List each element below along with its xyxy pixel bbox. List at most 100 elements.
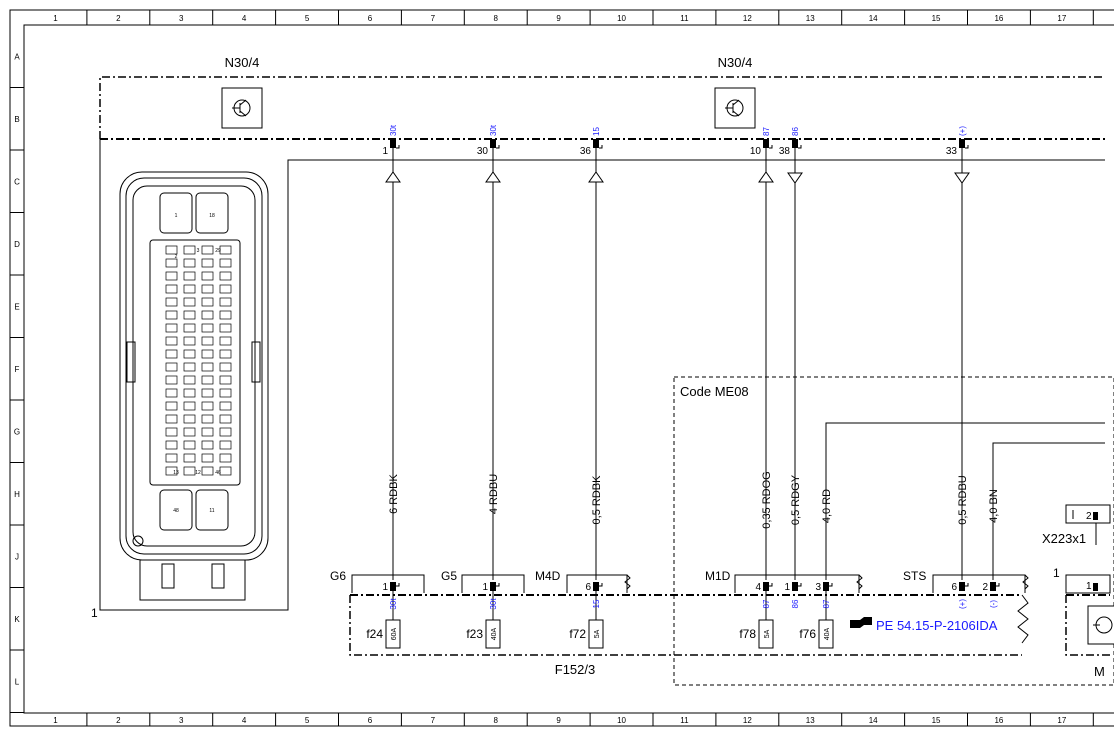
ecu-cavity xyxy=(219,401,232,411)
ecu-cavity xyxy=(165,245,178,255)
grid-column-label: 17 xyxy=(1057,716,1066,725)
grid-row-label: J xyxy=(15,552,19,561)
arrow-up-icon xyxy=(385,171,401,183)
fuse-signal: 30t xyxy=(389,598,398,610)
grid-column-label: 5 xyxy=(305,716,310,725)
ecu-cavity xyxy=(219,336,232,346)
connector-pin-number: 1 xyxy=(382,582,388,593)
ecu-pin-label: 11 xyxy=(209,508,214,514)
grid-row-label: F xyxy=(15,365,20,374)
ecu-cavity xyxy=(183,375,196,385)
connector-housing xyxy=(351,574,425,593)
wire-label: 6 RDBK xyxy=(388,473,400,513)
pe-reference-link[interactable]: PE 54.15-P-2106IDA xyxy=(876,618,998,633)
arrow-up-icon xyxy=(485,171,501,183)
ecu-cavity xyxy=(201,310,214,320)
x223x1-connector xyxy=(1065,504,1111,524)
transistor-icon xyxy=(714,87,756,129)
pin-terminal xyxy=(490,139,496,148)
ecu-pin-label: 1 xyxy=(175,213,178,219)
grid-column-label: 4 xyxy=(242,716,247,725)
grid-column-label: 13 xyxy=(806,716,815,725)
ecu-cavity xyxy=(165,375,178,385)
ecu-cavity xyxy=(219,271,232,281)
pin-terminal xyxy=(593,139,599,148)
connector-pin-number: 6 xyxy=(951,582,957,593)
connector-label: G5 xyxy=(441,569,457,583)
fuse-signal: 86 xyxy=(791,599,800,608)
grid-column-label: 9 xyxy=(556,716,561,725)
ecu-cavity xyxy=(183,453,196,463)
connector-pin-number: 1 xyxy=(482,582,488,593)
ecu-pin-label: 12 xyxy=(195,470,201,476)
signal-label: (+) xyxy=(958,126,967,136)
ecu-cavity xyxy=(219,414,232,424)
connector-label: STS xyxy=(903,569,926,583)
ecu-cavity xyxy=(219,297,232,307)
wire-label: 4,0 BN xyxy=(988,489,1000,523)
ecu-cavity xyxy=(165,297,178,307)
right-pin2-label: 1 xyxy=(1086,581,1092,592)
ecu-cavity xyxy=(201,440,214,450)
x223x1-label: X223x1 xyxy=(1042,531,1086,546)
grid-column-label: 3 xyxy=(179,716,184,725)
pin-number: 30 xyxy=(477,146,489,157)
grid-column-label: 16 xyxy=(994,14,1003,23)
pin-terminal xyxy=(390,139,396,148)
grid-column-label: 10 xyxy=(617,716,626,725)
ecu-pin-label: 13 xyxy=(173,470,179,476)
connector-pin xyxy=(990,582,996,591)
ecu-cavity xyxy=(201,388,214,398)
grid-row-label: C xyxy=(14,177,20,186)
ecu-cavity xyxy=(201,427,214,437)
ecu-cavity xyxy=(165,271,178,281)
connector-pin-number: 2 xyxy=(982,582,988,593)
fuse-signal: (+) xyxy=(958,599,967,609)
fuse-rating: 5A xyxy=(764,629,771,638)
ecu-cavity xyxy=(201,401,214,411)
ecu-cavity xyxy=(165,466,178,476)
grid-column-label: 10 xyxy=(617,14,626,23)
pin-number: 1 xyxy=(382,146,388,157)
connector-pin xyxy=(490,582,496,591)
grid-row-label: E xyxy=(14,302,19,311)
fuse xyxy=(485,619,501,649)
connector-pin-number: 6 xyxy=(585,582,591,593)
signal-label: 30t xyxy=(489,124,498,136)
pin-terminal xyxy=(959,139,965,148)
fuse-signal: (-) xyxy=(989,600,998,608)
ecu-cavity xyxy=(165,336,178,346)
ecu-pin-label: 2 xyxy=(175,254,178,260)
ecu-cavity xyxy=(183,427,196,437)
ecu-cavity xyxy=(183,323,196,333)
grid-column-label: 16 xyxy=(994,716,1003,725)
fuse-name: f23 xyxy=(466,627,483,641)
grid-column-label: 1 xyxy=(53,14,58,23)
ecu-cavity xyxy=(165,414,178,424)
grid-column-label: 1 xyxy=(53,716,58,725)
grid-column-label: 14 xyxy=(869,716,878,725)
grid-column-label: 7 xyxy=(431,716,436,725)
ecu-cavity xyxy=(183,349,196,359)
ecu-cavity xyxy=(219,258,232,268)
grid-column-label: 8 xyxy=(494,14,499,23)
ecu-cavity xyxy=(201,258,214,268)
connector-ref-label: 1 xyxy=(91,606,98,620)
grid-column-label: 9 xyxy=(556,14,561,23)
fuse-signal: 87 xyxy=(822,599,831,608)
grid-column-label: 11 xyxy=(680,14,689,23)
ecu-cavity xyxy=(201,284,214,294)
ecu-cavity xyxy=(165,284,178,294)
ecu-cavity xyxy=(201,414,214,424)
n30-4-left-label: N30/4 xyxy=(225,55,260,70)
signal-label: 86 xyxy=(791,127,800,136)
ecu-cavity xyxy=(165,427,178,437)
ecu-cavity xyxy=(183,414,196,424)
wire-label: 4,0 RD xyxy=(821,489,833,523)
grid-column-label: 4 xyxy=(242,14,247,23)
ecu-cavity xyxy=(201,466,214,476)
fuse-rating: 60A xyxy=(391,627,398,640)
ecu-cavity xyxy=(165,362,178,372)
ecu-cavity xyxy=(183,245,196,255)
ecu-cavity xyxy=(201,362,214,372)
